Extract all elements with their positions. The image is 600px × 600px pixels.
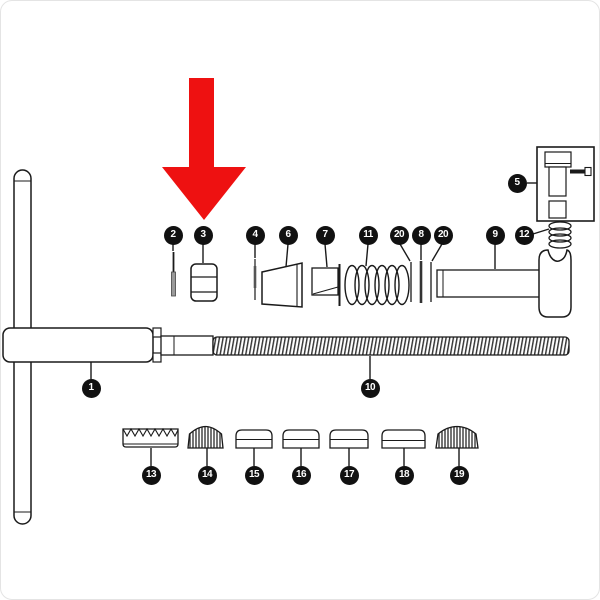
callout-14: 14 (197, 465, 217, 485)
part-7-sleeve (311, 264, 341, 306)
part-12-small-spring (548, 221, 572, 249)
callout-19: 19 (449, 465, 469, 485)
leader-lines (90, 182, 550, 466)
part-13-serrated-cutter (122, 427, 179, 448)
callout-11: 11 (358, 225, 378, 245)
callout-18: 18 (394, 465, 414, 485)
part-18-cap (381, 429, 426, 449)
callout-6: 6 (278, 225, 298, 245)
callout-17: 17 (339, 465, 359, 485)
part-10-threaded-rod (212, 336, 570, 356)
callout-15: 15 (244, 465, 264, 485)
callout-3: 3 (193, 225, 213, 245)
part-17-cap (329, 429, 369, 449)
callout-1: 1 (81, 378, 101, 398)
callout-20-left: 20 (389, 225, 409, 245)
part-2-pin (171, 252, 176, 297)
red-arrow-icon (162, 78, 246, 220)
callout-8: 8 (411, 225, 431, 245)
callout-13: 13 (141, 465, 161, 485)
part-6-cone (261, 262, 303, 308)
callout-10: 10 (360, 378, 380, 398)
callout-7: 7 (315, 225, 335, 245)
callout-9: 9 (485, 225, 505, 245)
callout-5: 5 (507, 173, 527, 193)
callout-20-right: 20 (433, 225, 453, 245)
part-3-barrel-nut (190, 263, 218, 302)
part-19-knurled-nut (435, 425, 479, 449)
part-9-cylinder-handle (436, 249, 572, 318)
callout-12: 12 (514, 225, 534, 245)
part-5-bolt-inset-box (536, 146, 595, 222)
part-14-knurled-nut (187, 425, 224, 449)
part-11-spring (344, 264, 410, 306)
part-15-cap (235, 429, 273, 449)
callout-4: 4 (245, 225, 265, 245)
callout-16: 16 (291, 465, 311, 485)
callout-2: 2 (163, 225, 183, 245)
part-16-cap (282, 429, 320, 449)
part-1-t-handle-tool (2, 169, 214, 525)
